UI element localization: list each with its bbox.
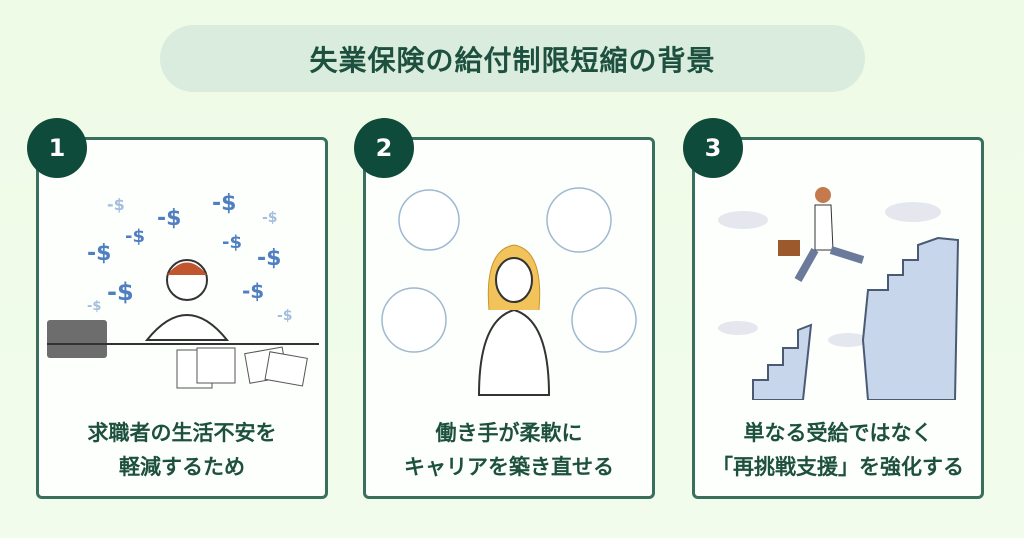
reason-card-2: 2 働き手が柔軟に キャリアを築き直せる <box>354 118 655 499</box>
caption-line-1: 求職者の生活不安を <box>87 421 277 445</box>
svg-text:-$: -$ <box>87 299 101 314</box>
card-caption: 働き手が柔軟に キャリアを築き直せる <box>366 416 652 484</box>
caption-line-1: 働き手が柔軟に <box>435 421 583 445</box>
svg-text:-$: -$ <box>107 195 125 214</box>
svg-text:-$: -$ <box>277 308 293 324</box>
svg-text:-$: -$ <box>157 206 181 231</box>
caption-line-2: キャリアを築き直せる <box>404 455 614 479</box>
svg-text:-$: -$ <box>257 246 281 271</box>
card-caption: 単なる受給ではなく 「再挑戦支援」を強化する <box>695 416 981 484</box>
reason-card-1: 1 -$ -$ -$ -$ -$ -$ -$ -$ -$ -$ -$ -$ 求職… <box>27 118 328 499</box>
number-badge: 3 <box>683 118 743 178</box>
svg-text:-$: -$ <box>262 210 278 226</box>
worried-person-illustration: -$ -$ -$ -$ -$ -$ -$ -$ -$ -$ -$ -$ <box>47 191 319 389</box>
caption-line-1: 単なる受給ではなく <box>743 421 933 445</box>
leaping-businessman-illustration <box>718 187 960 400</box>
title-banner: 失業保険の給付制限短縮の背景 <box>160 25 865 92</box>
svg-text:-$: -$ <box>222 232 242 253</box>
number-badge: 1 <box>27 118 87 178</box>
svg-text:-$: -$ <box>242 279 264 303</box>
reason-card-3: 3 単なる受給ではなく 「再挑戦支援」を強化する <box>683 118 984 499</box>
svg-text:-$: -$ <box>125 226 145 247</box>
career-thinking-illustration <box>381 187 637 396</box>
svg-text:-$: -$ <box>87 241 111 266</box>
page-title: 失業保険の給付制限短縮の背景 <box>309 43 716 77</box>
caption-line-2: 軽減するため <box>119 455 245 479</box>
caption-line-2: 「再挑戦支援」を強化する <box>712 455 964 479</box>
svg-text:-$: -$ <box>107 278 134 306</box>
card-caption: 求職者の生活不安を 軽減するため <box>39 416 325 484</box>
number-badge: 2 <box>354 118 414 178</box>
svg-text:-$: -$ <box>212 191 236 216</box>
